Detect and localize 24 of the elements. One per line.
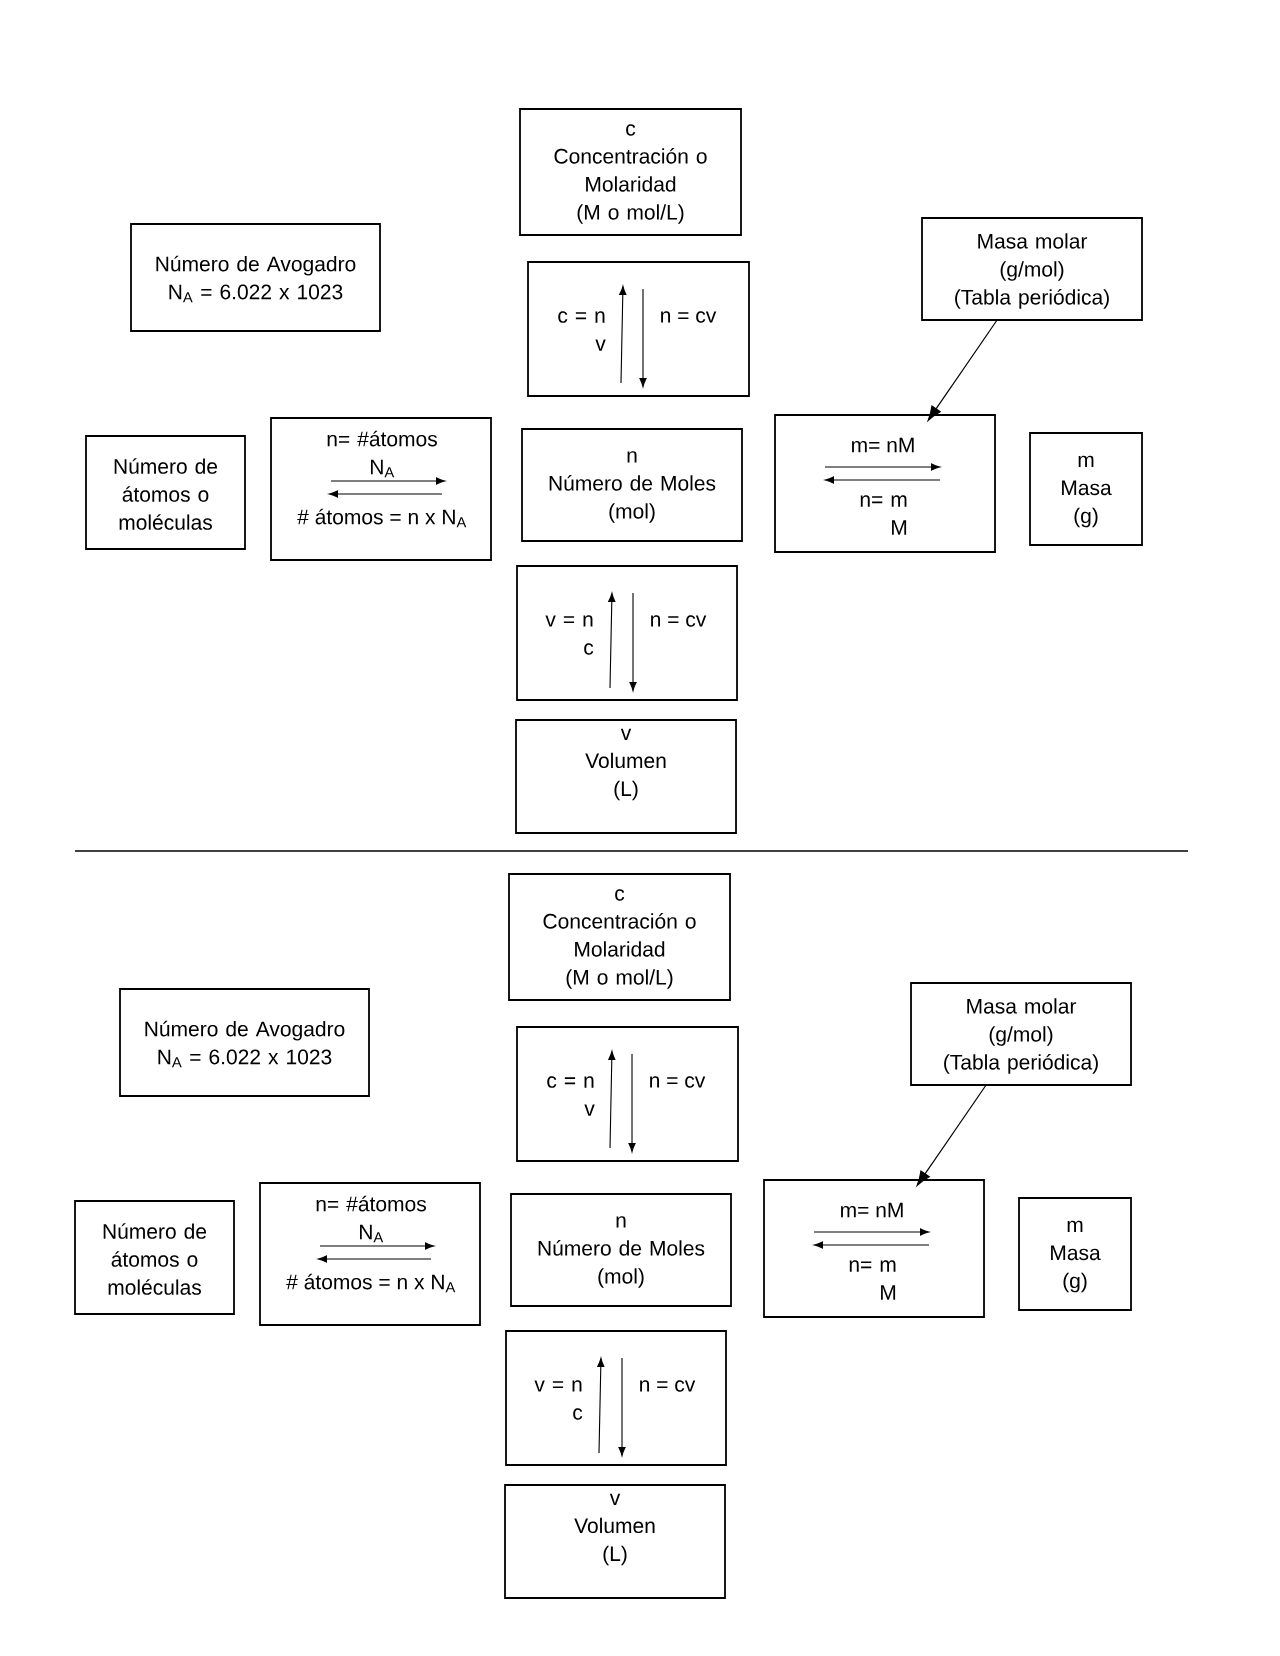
concept-box: n Número de Moles (mol) xyxy=(510,1193,732,1307)
formula-box: m= nM n= m M xyxy=(774,414,996,553)
concept-box: Número de Avogadro N$_{A}$ = 6.022 x 1023 xyxy=(130,223,381,332)
concept-box: Masa molar (g/mol) (Tabla periódica) xyxy=(910,982,1132,1086)
concept-box: Número de átomos o moléculas xyxy=(85,435,246,550)
concept-box: Número de átomos o moléculas xyxy=(74,1200,235,1315)
formula-box: m= nM n= m M xyxy=(763,1179,985,1318)
concept-box: v Volumen (L) xyxy=(515,719,737,834)
concept-box: c Concentración o Molaridad (M o mol/L) xyxy=(508,873,731,1001)
formula-box: n= #átomos N$_{A}$ # átomos = n x N$_{A}$ xyxy=(259,1182,481,1326)
concept-box: n Número de Moles (mol) xyxy=(521,428,743,542)
concept-box: Masa molar (g/mol) (Tabla periódica) xyxy=(921,217,1143,321)
formula-box: c = n v n = cv xyxy=(516,1026,739,1162)
concept-box: Número de Avogadro N$_{A}$ = 6.022 x 1023 xyxy=(119,988,370,1097)
leader-arrow xyxy=(916,1084,987,1186)
concept-box: c Concentración o Molaridad (M o mol/L) xyxy=(519,108,742,236)
concept-box: m Masa (g) xyxy=(1018,1197,1132,1311)
formula-box: n= #átomos N$_{A}$ # átomos = n x N$_{A}$ xyxy=(270,417,492,561)
formula-box: v = n c n = cv xyxy=(505,1330,727,1466)
concept-box: v Volumen (L) xyxy=(504,1484,726,1599)
concept-box: m Masa (g) xyxy=(1029,432,1143,546)
formula-box: c = n v n = cv xyxy=(527,261,750,397)
formula-box: v = n c n = cv xyxy=(516,565,738,701)
leader-arrow xyxy=(927,319,998,421)
